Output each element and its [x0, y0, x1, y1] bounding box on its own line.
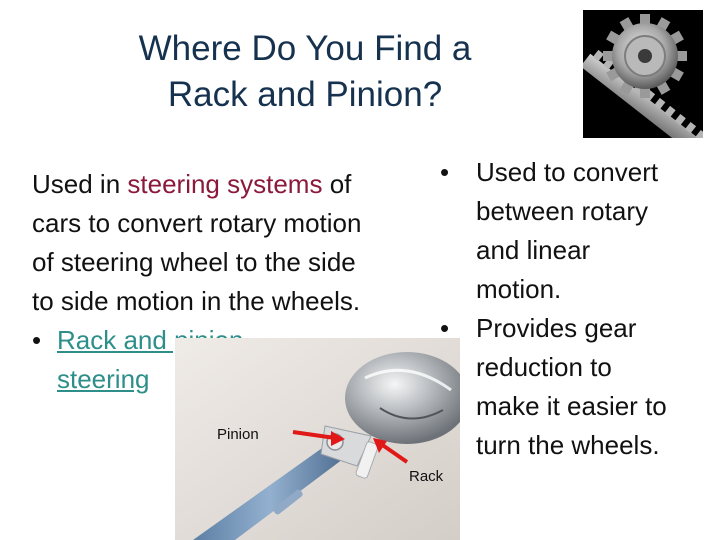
bullet-marker: •	[440, 313, 450, 343]
uses-bullet-2-line: turn the wheels.	[476, 430, 660, 460]
uses-bullet-2-line: reduction to	[476, 352, 612, 382]
slide-title: Where Do You Find a Rack and Pinion?	[60, 26, 550, 118]
ice-cream-scoop-photo: Pinion Rack	[175, 338, 460, 540]
uses-bullet-1-line: between rotary	[476, 196, 648, 226]
uses-bullet-1-line: Used to convert	[476, 157, 659, 187]
steering-description: Used in steering systems of cars to conv…	[32, 165, 442, 399]
uses-bullet-2: • Provides gear reduction to make it eas…	[440, 309, 715, 465]
title-line-2: Rack and Pinion?	[167, 75, 443, 114]
uses-bullet-2-line: Provides gear	[476, 313, 637, 343]
left-line-1-start: Used in	[32, 169, 128, 199]
left-line-1: Used in steering systems of	[32, 165, 442, 204]
rack-and-pinion-gear-image	[583, 10, 703, 138]
steering-systems-highlight: steering systems	[127, 169, 323, 199]
rack-label: Rack	[409, 468, 444, 485]
left-line-3: of steering wheel to the side	[32, 247, 356, 277]
bullet-marker: •	[440, 157, 450, 187]
uses-bullet-1-line: and linear	[476, 235, 591, 265]
pinion-label: Pinion	[217, 426, 259, 443]
left-line-1-end: of	[322, 169, 352, 199]
uses-bullet-2-line: make it easier to	[476, 391, 667, 421]
left-line-4: to side motion in the wheels.	[32, 286, 361, 316]
bullet-marker: •	[32, 325, 42, 355]
steering-link[interactable]: steering	[57, 364, 150, 394]
uses-bullet-1: • Used to convert between rotary and lin…	[440, 153, 715, 309]
uses-bullet-1-line: motion.	[476, 274, 562, 304]
title-line-1: Where Do You Find a	[138, 29, 472, 68]
uses-list: • Used to convert between rotary and lin…	[440, 153, 715, 465]
left-line-2: cars to convert rotary motion	[32, 208, 362, 238]
